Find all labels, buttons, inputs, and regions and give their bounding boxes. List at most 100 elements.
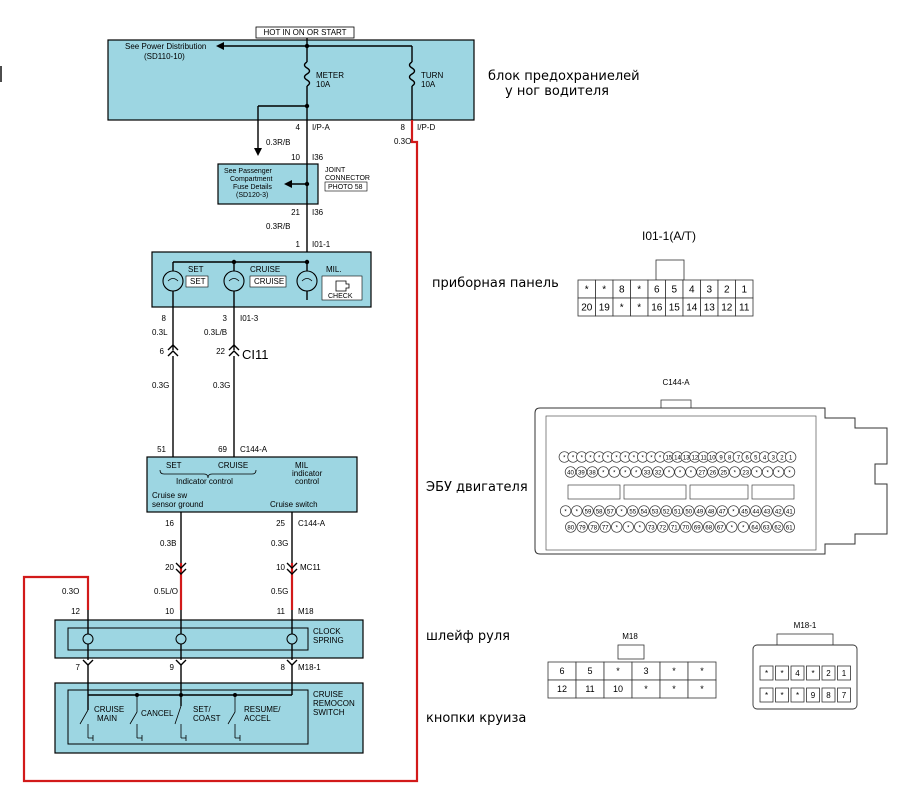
pin-label: 16	[165, 519, 174, 528]
pin-cell	[687, 679, 717, 699]
connector-label: I36	[312, 208, 324, 217]
pin-socket-icon	[630, 466, 642, 478]
connector-label: I/P-A	[312, 123, 330, 132]
pin-label: 4	[296, 123, 301, 132]
mil-label: MIL.	[326, 265, 342, 274]
pin-number: *	[731, 525, 734, 531]
sw-ground-label: Cruise sw	[152, 491, 187, 500]
pin-socket-icon	[772, 466, 785, 478]
pin-number: *	[581, 455, 584, 461]
wire-color-label: 0.3B	[160, 539, 176, 548]
pin-number: *	[766, 470, 769, 476]
pin-socket-icon	[588, 521, 600, 533]
joint-text: Fuse Details	[233, 184, 272, 191]
connector-label: I36	[312, 153, 324, 162]
pin-number: *	[637, 303, 641, 314]
connector-label: MC11	[300, 563, 321, 572]
pin-number: 12	[692, 455, 699, 461]
pin-number: 9	[719, 455, 723, 461]
connector-chevron-icon	[167, 344, 179, 357]
pin-number: *	[639, 525, 642, 531]
photo-ref: PHOTO 58	[328, 184, 363, 191]
pin-number: *	[602, 285, 606, 296]
pin-number: 14	[674, 455, 681, 461]
pin-socket-icon	[645, 521, 657, 533]
wire-color-label: 0.5G	[271, 587, 288, 596]
pin-number: 19	[599, 303, 611, 314]
pin-label: 20	[165, 563, 174, 572]
pin-socket-icon	[680, 521, 692, 533]
pin-cell	[821, 665, 836, 681]
pin-number: 11	[585, 684, 594, 694]
check-text: CHECK	[328, 293, 353, 300]
pin-number: *	[788, 470, 791, 476]
turn-fuse-label-2: 10A	[421, 80, 436, 89]
clock-spring-contact-icon	[286, 633, 298, 645]
pin-socket-icon	[611, 521, 623, 533]
arrow-down-icon	[254, 148, 262, 156]
connector-label: M18	[298, 607, 314, 616]
pin-number: 5	[587, 666, 592, 676]
pin-number: 38	[589, 470, 596, 476]
pin-number: 63	[763, 525, 770, 531]
pin-number: 11	[700, 455, 707, 461]
pin-number: *	[624, 455, 627, 461]
pin-number: *	[700, 684, 704, 694]
pin-socket-icon	[575, 466, 588, 478]
pin-number: *	[780, 669, 783, 678]
pin-number: 6	[654, 285, 660, 296]
m181-title: M18-1	[794, 621, 817, 630]
pin-socket-icon	[674, 466, 686, 478]
hot-label: HOT IN ON OR START	[263, 28, 346, 37]
pin-cell	[837, 665, 851, 681]
pin-number: 27	[699, 470, 706, 476]
pin-socket-icon	[571, 505, 583, 517]
pin-socket-icon	[703, 521, 715, 533]
pin-number: 8	[728, 455, 732, 461]
pin-number: 62	[774, 525, 781, 531]
pin-number: 52	[663, 509, 670, 515]
pin-cell	[759, 687, 774, 703]
pin-number: 70	[682, 525, 689, 531]
pin-cell	[775, 687, 789, 703]
pin-socket-icon	[649, 505, 661, 517]
wire-color-label: 0.3R/B	[266, 222, 290, 231]
pin-cell	[790, 665, 805, 681]
pin-socket-icon	[691, 521, 703, 533]
pin-number: 8	[826, 691, 831, 700]
wire-color-label: 0.3O	[62, 587, 79, 596]
pin-number: *	[576, 509, 579, 515]
pin-cell	[806, 687, 820, 703]
pin-number: *	[616, 666, 620, 676]
pin-number: 8	[619, 285, 625, 296]
arrow-left-icon	[216, 42, 224, 50]
pin-number: 16	[651, 303, 663, 314]
connector-chevron-icon	[286, 562, 298, 575]
pin-number: *	[690, 470, 693, 476]
wire-color-label: 0.3L/B	[204, 328, 227, 337]
pin-number: 71	[671, 525, 678, 531]
pin-number: *	[700, 666, 704, 676]
pin-cell	[775, 665, 789, 681]
clock-spring-box	[54, 619, 364, 659]
meter-fuse-label-2: 10A	[316, 80, 331, 89]
pin-socket-icon	[707, 466, 719, 478]
pin-number: 42	[775, 509, 782, 515]
pin-socket-icon	[627, 505, 639, 517]
pin-number: 68	[705, 525, 712, 531]
pin-number: 2	[780, 455, 784, 461]
pin-socket-icon	[772, 521, 784, 533]
switch-resume-label: ACCEL	[244, 714, 271, 723]
wire-color-label: 0.3O	[394, 137, 411, 146]
pin-number: *	[635, 470, 638, 476]
pin-number: 14	[686, 303, 698, 314]
mil-control-label: indicator	[292, 469, 323, 478]
connector-label: M18-1	[298, 663, 321, 672]
pin-number: 7	[737, 455, 741, 461]
pin-number: 1	[842, 669, 847, 678]
pin-label: 25	[276, 519, 285, 528]
pin-number: 39	[578, 470, 585, 476]
pin-number: 58	[596, 509, 603, 515]
